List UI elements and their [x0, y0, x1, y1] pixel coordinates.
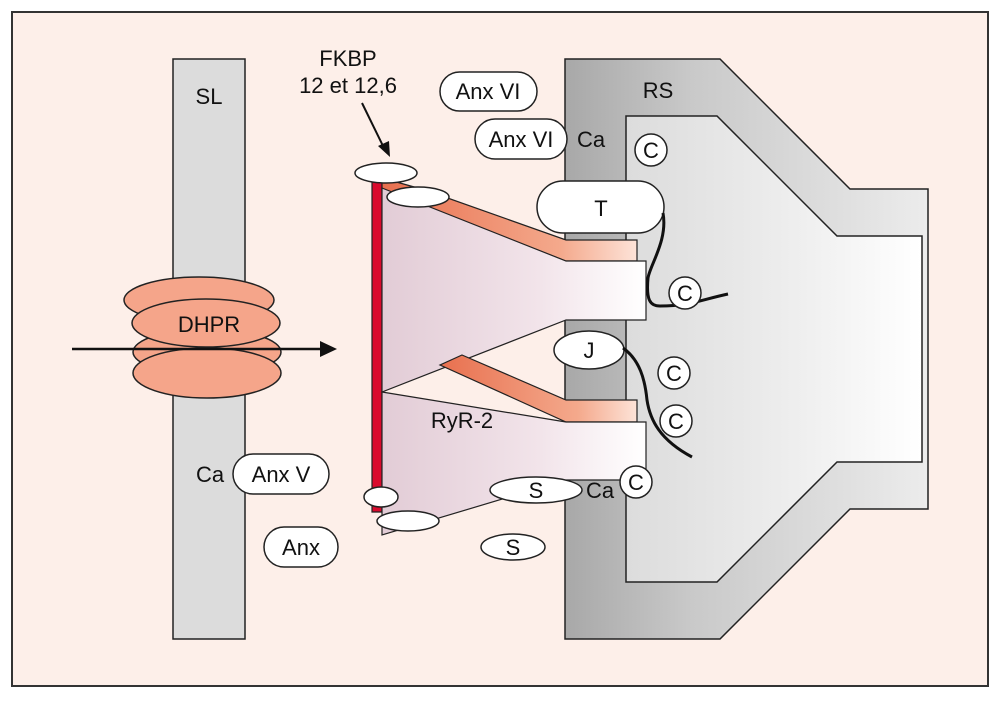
sorcin-upper-label: S — [529, 478, 544, 503]
svg-text:C: C — [666, 361, 682, 386]
dhpr-channel — [123, 276, 282, 399]
rs-label: RS — [643, 78, 674, 103]
sorcin-upper-ellipse — [489, 476, 583, 504]
sorcin-lower-ellipse — [480, 533, 546, 561]
anx-vi-mid-pill — [474, 118, 568, 160]
anx-pill — [263, 526, 339, 568]
fkbp-label-line2: 12 et 12,6 — [299, 73, 397, 98]
calsequestrin-2: C — [668, 276, 702, 310]
ryr-red-strip — [371, 169, 383, 513]
ca-s-label: Ca — [586, 478, 615, 503]
calsequestrin-3: C — [657, 356, 691, 390]
sarcolemma-membrane-lower — [172, 379, 246, 640]
ca-anx-vi-label: Ca — [577, 127, 606, 152]
anx-v-label: Anx V — [252, 462, 311, 487]
anx-v-pill — [232, 453, 330, 495]
calsequestrin-4: C — [659, 404, 693, 438]
sl-label: SL — [196, 84, 223, 109]
fkbp-ellipse-bottom-1 — [363, 486, 399, 508]
sorcin-lower-label: S — [506, 535, 521, 560]
triadin-label: T — [594, 196, 607, 221]
svg-text:C: C — [668, 409, 684, 434]
triadin-pill — [536, 180, 665, 234]
fkbp-ellipse-bottom-2 — [376, 510, 440, 532]
calsequestrin-5: C — [619, 465, 653, 499]
anx-vi-mid-label: Anx VI — [489, 127, 554, 152]
anx-vi-top-pill — [439, 71, 538, 112]
fkbp-ellipse-top-1 — [354, 162, 418, 184]
dhpr-label: DHPR — [178, 312, 240, 337]
svg-text:C: C — [677, 281, 693, 306]
junctin-label: J — [584, 338, 595, 363]
fkbp-ellipse-top-2 — [386, 186, 450, 208]
sarcolemma-membrane — [172, 58, 246, 290]
svg-text:C: C — [643, 138, 659, 163]
calsequestrin-1: C — [634, 133, 668, 167]
junctin-tether — [622, 346, 693, 459]
anx-label: Anx — [282, 535, 320, 560]
reticulum-lumen — [625, 115, 923, 583]
svg-text:C: C — [628, 470, 644, 495]
fkbp-label-line1: FKBP — [319, 46, 376, 71]
current-arrow-head — [320, 341, 337, 357]
anx-vi-top-label: Anx VI — [456, 79, 521, 104]
ryr-label: RyR-2 — [431, 408, 493, 433]
fkbp-arrow-line — [361, 102, 385, 149]
fkbp-arrow-head — [378, 141, 390, 157]
ca-anx-v-label: Ca — [196, 462, 225, 487]
